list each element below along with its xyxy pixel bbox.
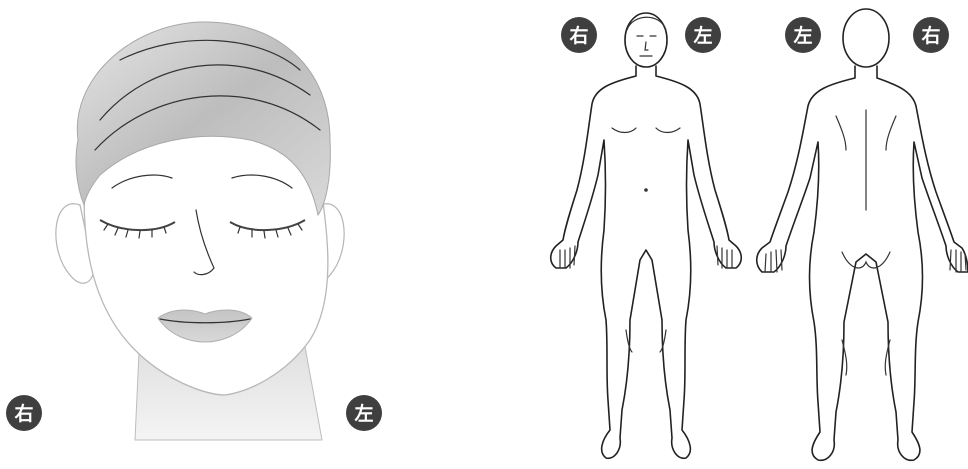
- back-head: [843, 9, 889, 67]
- front-left-badge: 左: [685, 17, 721, 53]
- front-head: [625, 13, 667, 67]
- back-body-outline: [757, 66, 968, 460]
- front-chest: [612, 128, 680, 133]
- face-left-label: 左: [354, 402, 373, 425]
- front-face-features: [637, 36, 656, 56]
- back-left-badge: 左: [785, 17, 821, 53]
- front-right-label: 右: [568, 24, 588, 47]
- front-navel: [644, 188, 648, 192]
- back-left-label: 左: [793, 24, 812, 47]
- body-front-figure: [551, 13, 742, 458]
- face-right-badge: 右: [6, 395, 42, 431]
- back-right-badge: 右: [913, 17, 949, 53]
- back-right-hand-fingers: [765, 250, 782, 272]
- body-back-figure: [757, 9, 968, 460]
- front-body-outline: [551, 66, 742, 458]
- front-left-label: 左: [693, 24, 712, 47]
- back-calves: [842, 340, 890, 375]
- face-right-label: 右: [13, 402, 33, 425]
- face-left-badge: 左: [346, 395, 382, 431]
- face-illustration: [56, 22, 344, 440]
- front-right-badge: 右: [561, 17, 597, 53]
- back-left-hand-fingers: [950, 250, 966, 272]
- front-left-hand-fingers: [717, 246, 732, 268]
- face-outline: [84, 133, 328, 396]
- back-right-label: 右: [920, 24, 940, 47]
- front-knees: [626, 330, 666, 352]
- front-right-hand-fingers: [560, 246, 575, 268]
